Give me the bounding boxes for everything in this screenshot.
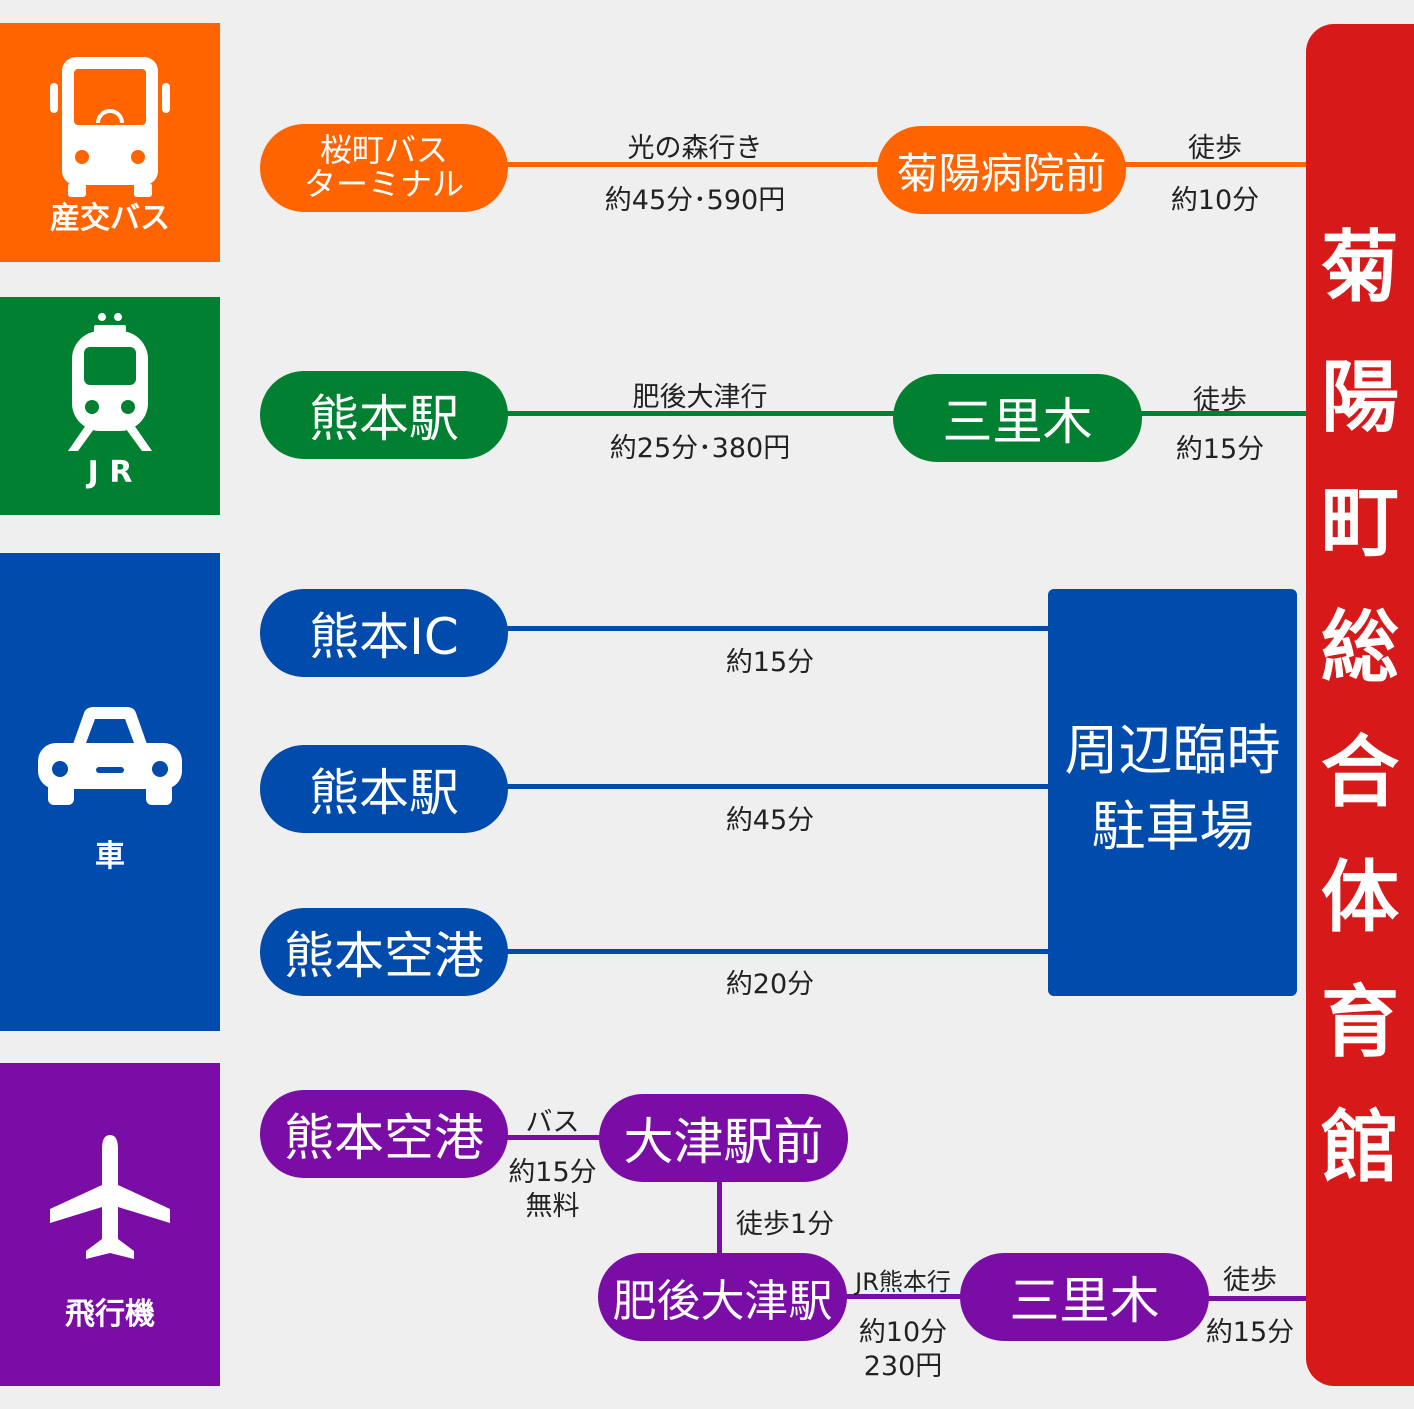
jr-walk-line bbox=[1135, 411, 1306, 416]
walk-time: 約15分 bbox=[1175, 434, 1265, 465]
airplane-icon bbox=[50, 1135, 170, 1259]
destination-banner: 菊 陽 町 総 合 体 育 館 bbox=[1306, 24, 1414, 1386]
mode-label: 飛行機 bbox=[65, 1297, 155, 1332]
parking-label-line: 駐車場 bbox=[1091, 794, 1254, 858]
plane-walk-transfer-line bbox=[717, 1175, 722, 1265]
station-higo-ozu: 肥後大津駅 bbox=[598, 1253, 847, 1341]
bus-time: 約15分 bbox=[508, 1157, 597, 1188]
plane-bus-line bbox=[500, 1135, 610, 1140]
station-kumamoto: 熊本駅 bbox=[260, 371, 508, 459]
station-sanrigi: 三里木 bbox=[960, 1253, 1209, 1341]
destination-char: 菊 bbox=[1320, 223, 1399, 313]
jr-route-line bbox=[500, 411, 900, 416]
destination-char: 合 bbox=[1320, 728, 1399, 818]
drive-time: 約15分 bbox=[725, 647, 815, 678]
station-sakuramachi-bus-terminal: 桜町バス ターミナル bbox=[260, 124, 508, 212]
walk-label: 徒歩 bbox=[1188, 133, 1242, 164]
plane-train-line bbox=[840, 1294, 970, 1299]
train-time: 約10分 bbox=[858, 1317, 948, 1348]
stop-kikuyo-hospital: 菊陽病院前 bbox=[877, 126, 1126, 214]
origin-kumamoto-airport: 熊本空港 bbox=[260, 1090, 508, 1178]
plane-walk-line bbox=[1200, 1296, 1306, 1301]
plane-mode-panel: 飛行機 bbox=[0, 1063, 220, 1386]
origin-kumamoto-airport: 熊本空港 bbox=[260, 908, 508, 996]
destination-char: 体 bbox=[1320, 853, 1399, 943]
drive-time: 約20分 bbox=[725, 969, 815, 1000]
walk-time: 約10分 bbox=[1170, 185, 1260, 216]
walk-label: 徒歩 bbox=[1193, 385, 1247, 416]
mode-label: 産交バス bbox=[50, 201, 170, 236]
bus-icon bbox=[50, 57, 170, 197]
mode-label: 車 bbox=[95, 839, 125, 874]
origin-kumamoto-station: 熊本駅 bbox=[260, 745, 508, 833]
walk-label: 徒歩 bbox=[1223, 1265, 1277, 1296]
train-fare: 230円 bbox=[863, 1351, 943, 1382]
drive-time: 約45分 bbox=[725, 805, 815, 836]
train-icon bbox=[68, 313, 152, 451]
mode-label: J R bbox=[87, 455, 133, 490]
destination-char: 総 bbox=[1320, 603, 1399, 693]
bus-walk-line bbox=[1120, 162, 1306, 167]
car-route-line-airport bbox=[500, 949, 1050, 954]
bus-mode-panel: 産交バス bbox=[0, 23, 220, 262]
parking-label-line: 周辺臨時 bbox=[1064, 719, 1281, 782]
temporary-parking-box: 周辺臨時 駐車場 bbox=[1048, 589, 1297, 996]
destination-char: 陽 bbox=[1320, 353, 1399, 443]
car-route-line-station bbox=[500, 784, 1050, 789]
car-route-line-ic bbox=[500, 626, 1050, 631]
destination-char: 館 bbox=[1320, 1103, 1399, 1193]
bus-label: バス bbox=[525, 1107, 580, 1138]
route-name: 光の森行き bbox=[627, 133, 763, 164]
car-icon bbox=[38, 707, 182, 805]
bus-fare: 無料 bbox=[525, 1191, 580, 1222]
car-mode-panel: 車 bbox=[0, 553, 220, 1031]
destination-char: 町 bbox=[1320, 478, 1399, 568]
station-sanrigi: 三里木 bbox=[893, 374, 1142, 462]
bus-route-line bbox=[500, 162, 890, 167]
route-name: 肥後大津行 bbox=[632, 382, 768, 413]
stop-otsu-station-mae: 大津駅前 bbox=[599, 1094, 848, 1182]
origin-kumamoto-ic: 熊本IC bbox=[260, 589, 508, 677]
destination-char: 育 bbox=[1320, 978, 1399, 1068]
time-fare: 約25分･380円 bbox=[609, 433, 791, 464]
train-route: JR熊本行 bbox=[855, 1268, 951, 1296]
time-fare: 約45分･590円 bbox=[604, 185, 786, 216]
walk-time: 約15分 bbox=[1205, 1317, 1295, 1348]
walk-transfer: 徒歩1分 bbox=[735, 1209, 835, 1240]
jr-mode-panel: J R bbox=[0, 297, 220, 515]
